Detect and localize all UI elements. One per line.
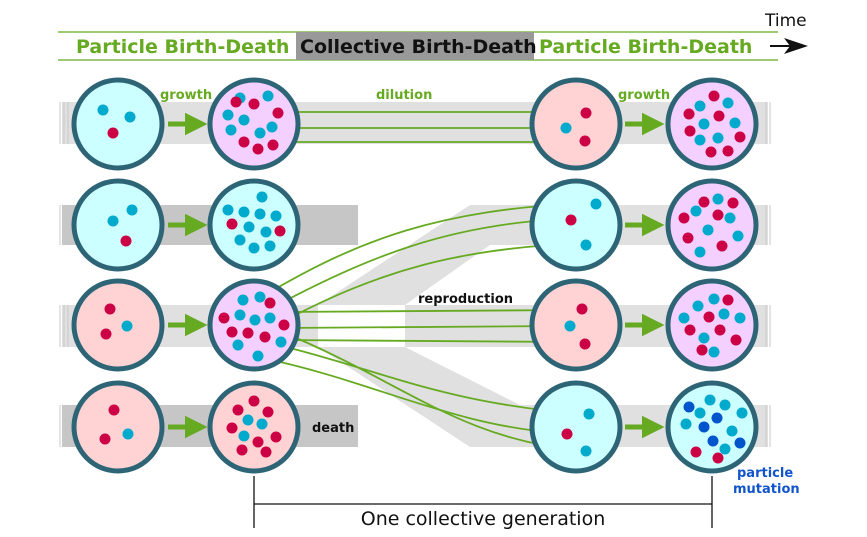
collective-r4c4 bbox=[665, 380, 759, 474]
one-generation-label: One collective generation bbox=[361, 508, 606, 530]
growth-label-right: growth bbox=[618, 88, 670, 103]
generation-bracket: One collective generation bbox=[253, 476, 713, 530]
band-diagonal-down bbox=[318, 347, 560, 447]
collectives bbox=[71, 77, 759, 474]
phase-particle-2: Particle Birth-Death bbox=[539, 36, 752, 58]
collective-r3c2 bbox=[207, 278, 301, 372]
collective-r2c1 bbox=[71, 178, 165, 272]
collective-r4c1 bbox=[71, 380, 165, 474]
collective-r2c4 bbox=[665, 178, 759, 272]
reproduction-arrow-up-2 bbox=[267, 214, 564, 311]
phase-particle-1: Particle Birth-Death bbox=[76, 36, 289, 58]
growth-label-left: growth bbox=[160, 88, 212, 103]
reproduction-arrow-straight-2 bbox=[281, 320, 564, 332]
reproduction-arrow-down-1 bbox=[281, 345, 582, 419]
collective-r2c3 bbox=[529, 178, 623, 272]
reproduction-arrow-straight-3 bbox=[281, 336, 577, 348]
death-label: death bbox=[312, 421, 354, 436]
band-row-1 bbox=[62, 102, 768, 144]
mutation-label-line1: particle bbox=[737, 466, 793, 481]
transfer-arrows bbox=[259, 106, 587, 455]
reproduction-label: reproduction bbox=[418, 292, 513, 307]
growth-arrows bbox=[168, 112, 665, 439]
time-arrow-icon bbox=[784, 38, 808, 54]
phase-collective: Collective Birth-Death bbox=[300, 36, 537, 58]
reproduction-arrow-down-2 bbox=[261, 357, 560, 438]
band-diagonal-up bbox=[318, 205, 560, 305]
collective-r4c2 bbox=[207, 380, 301, 474]
dilution-label: dilution bbox=[376, 88, 432, 103]
collective-r3c1 bbox=[71, 278, 165, 372]
mutation-label-line2: mutation bbox=[733, 482, 800, 497]
process-labels: growth dilution growth reproduction deat… bbox=[160, 88, 800, 497]
collective-r2c2 bbox=[207, 178, 301, 272]
lineage-bands bbox=[59, 102, 771, 447]
time-label: Time bbox=[764, 11, 807, 31]
collective-r1c2 bbox=[207, 77, 301, 171]
reproduction-arrow-straight-1 bbox=[281, 304, 574, 316]
collective-r1c1 bbox=[71, 77, 165, 171]
collective-r3c3 bbox=[529, 278, 623, 372]
collective-r1c3 bbox=[529, 77, 623, 171]
timeline-header: Time Particle Birth-Death Collective Bir… bbox=[58, 11, 808, 61]
collective-r4c3 bbox=[529, 380, 623, 474]
collective-r3c4 bbox=[665, 278, 759, 372]
reproduction-arrow-up-1 bbox=[259, 198, 587, 299]
collective-phase-band bbox=[296, 32, 534, 60]
collective-r1c4 bbox=[665, 77, 759, 171]
